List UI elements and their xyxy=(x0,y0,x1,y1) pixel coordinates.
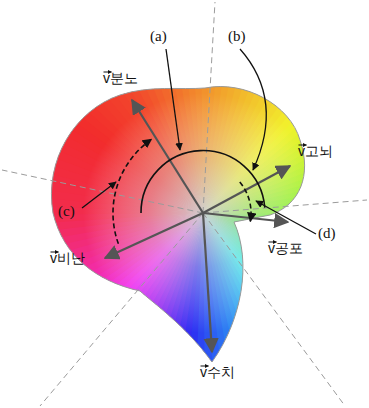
blob-outline xyxy=(51,87,304,362)
axis-lines xyxy=(2,2,367,406)
rotation-arcs xyxy=(113,139,265,244)
emotion-vectors xyxy=(105,100,290,352)
vector-label: v공포 xyxy=(268,240,303,257)
vector-accents xyxy=(51,72,307,366)
leader-arrows xyxy=(82,49,316,234)
vector-label: v수치 xyxy=(200,364,235,381)
callout-letter: (c) xyxy=(58,203,75,220)
vector-label: v분노 xyxy=(103,70,138,87)
callout-letter: (a) xyxy=(150,28,167,45)
vector-label: v고뇌 xyxy=(298,143,333,160)
callout-letter: (b) xyxy=(228,28,246,45)
vector-label: v비난 xyxy=(50,250,85,267)
callout-letter: (d) xyxy=(318,225,336,242)
